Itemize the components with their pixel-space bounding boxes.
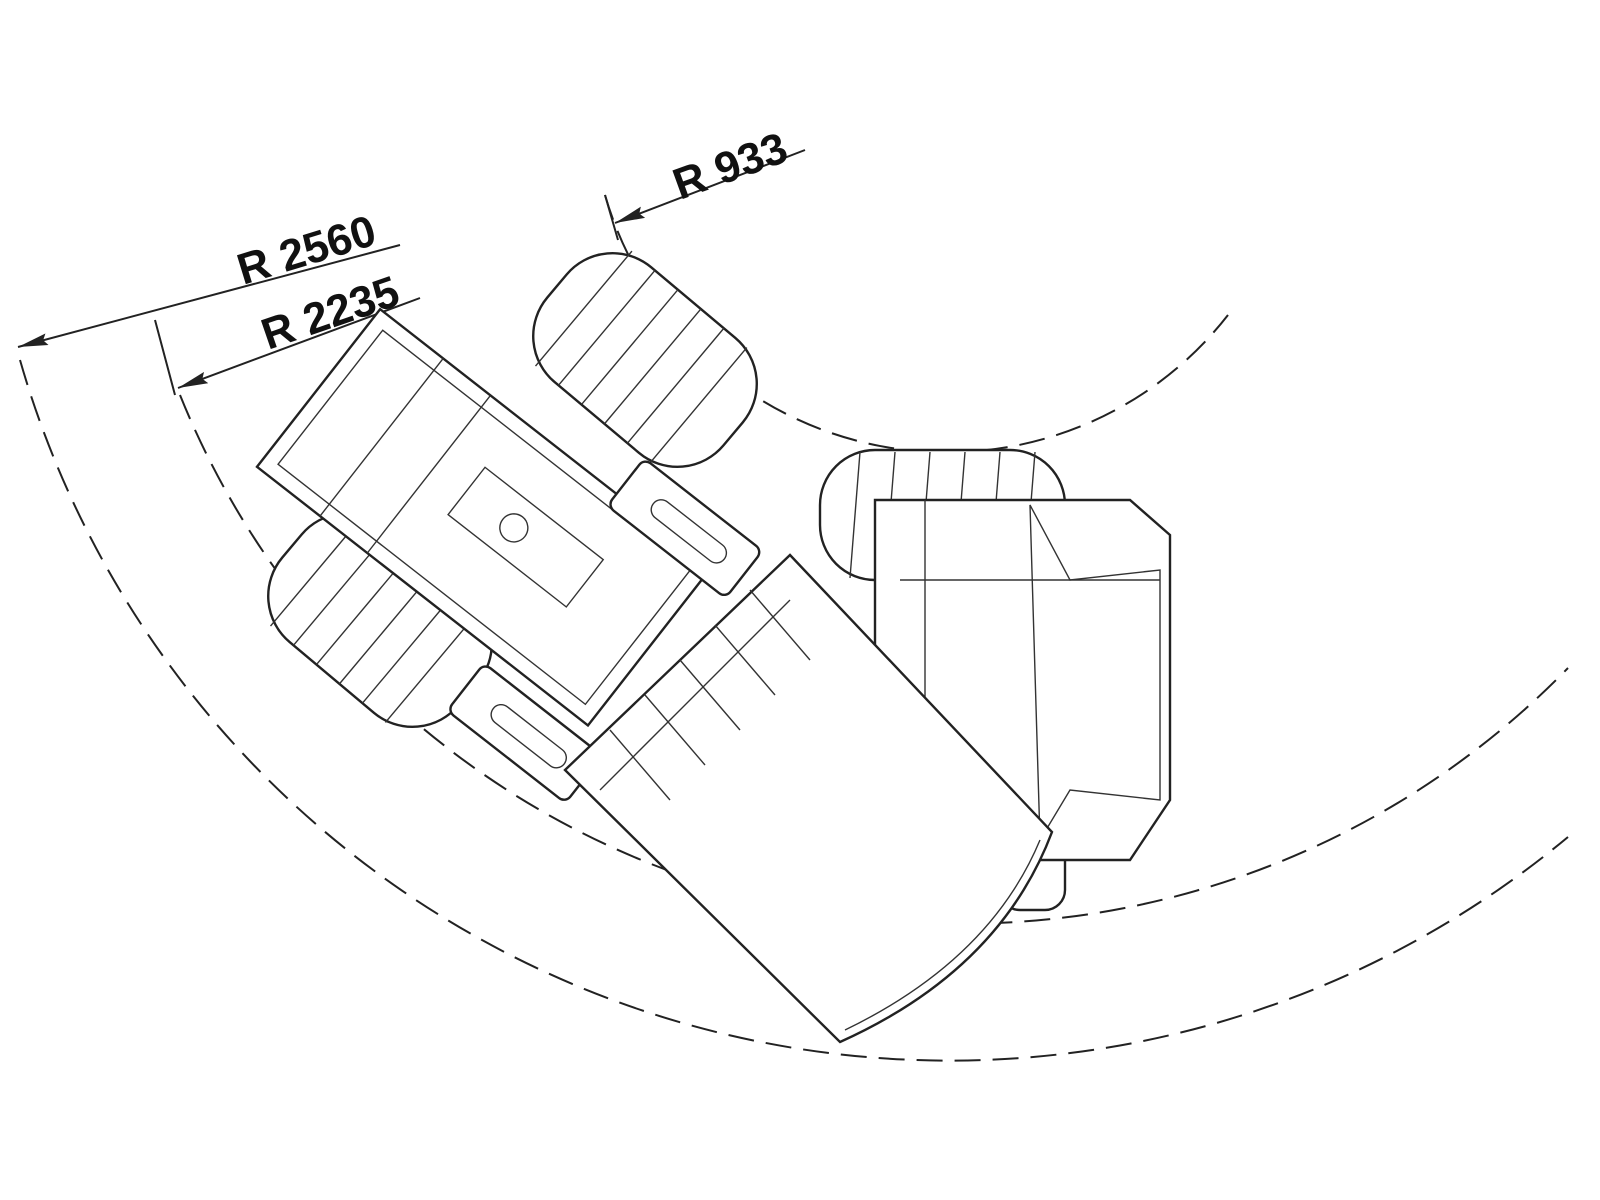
- extension-line: [604, 194, 619, 241]
- dimension-line-r933: [614, 149, 806, 224]
- bucket-grill: [609, 589, 811, 801]
- attachment-frame: [255, 307, 761, 801]
- dimension-line-r2560: [17, 244, 401, 348]
- extension-line: [154, 319, 176, 396]
- dimension-label-r933: R 933: [667, 123, 794, 209]
- vehicle: [255, 250, 1172, 1044]
- outer-radius-arc: [19, 359, 1569, 1062]
- tire-front-left: [532, 250, 758, 469]
- bucket: [563, 553, 1054, 1044]
